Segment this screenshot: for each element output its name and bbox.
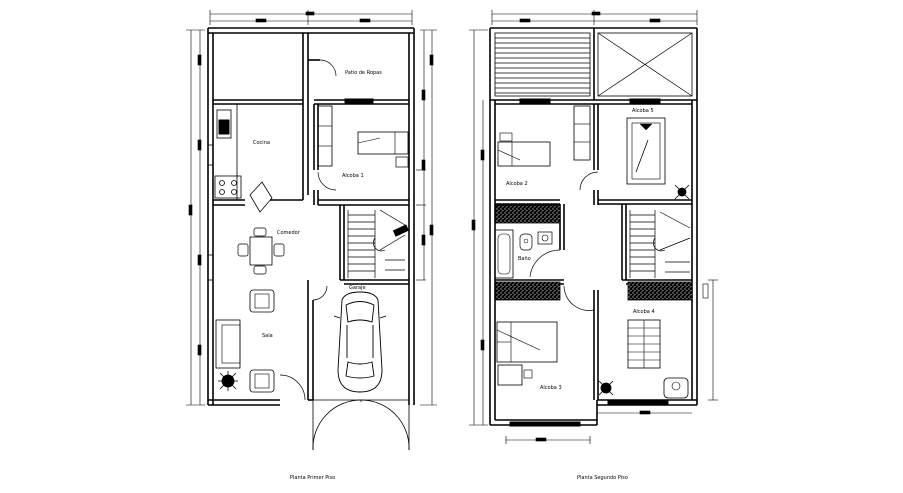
second-floor-walls — [489, 27, 698, 426]
second-floor-plan: Alcoba 2 Alcoba 5 Baño Alcoba 4 Alcoba 3… — [469, 10, 718, 481]
planter-gravel — [494, 204, 561, 224]
second-floor-dimensions — [469, 10, 718, 444]
plant-icon — [674, 184, 690, 200]
staircase — [347, 209, 409, 278]
label-alcoba-5: Alcoba 5 — [632, 108, 654, 114]
label-bano: Baño — [518, 256, 531, 262]
window — [519, 98, 551, 104]
door-swing — [279, 374, 306, 401]
first-floor-walls — [207, 27, 415, 406]
planter-gravel — [627, 281, 693, 301]
garage-gate — [312, 399, 410, 451]
wardrobe — [573, 105, 591, 161]
window — [629, 98, 661, 104]
planter-gravel — [494, 281, 561, 301]
label-comedor: Comedor — [277, 230, 301, 236]
sink — [216, 109, 232, 139]
label-garaje: Garaje — [349, 285, 366, 291]
door-swing — [317, 171, 337, 191]
void-opening — [597, 32, 693, 97]
armchair — [663, 377, 689, 399]
kitchen-door — [249, 181, 273, 213]
bathtub — [494, 229, 514, 279]
second-floor-title: Planta Segundo Piso — [577, 475, 628, 481]
stove — [214, 175, 242, 199]
plant-icon — [218, 371, 238, 391]
plant-icon — [598, 380, 614, 396]
dining-table — [249, 236, 273, 266]
label-alcoba-1: Alcoba 1 — [342, 173, 364, 179]
label-sala: Sala — [262, 333, 273, 339]
bed — [357, 131, 409, 155]
wardrobe — [317, 105, 333, 167]
kitchen-counter — [212, 103, 238, 201]
armchair — [249, 289, 275, 313]
door-swing — [312, 285, 328, 301]
staircase — [629, 210, 691, 278]
bed — [497, 141, 551, 167]
first-floor-dimensions — [186, 10, 437, 406]
armchair — [249, 369, 275, 393]
label-alcoba-4: Alcoba 4 — [633, 309, 655, 315]
window — [607, 400, 669, 406]
window — [344, 98, 374, 104]
washbasin — [537, 231, 553, 245]
terrace-hatch — [494, 32, 591, 97]
pool-table — [626, 117, 666, 185]
first-floor-plan: Patio de Ropas Cocina Alcoba 1 Comedor G… — [186, 10, 437, 481]
window — [509, 421, 581, 427]
label-cocina: Cocina — [253, 140, 270, 146]
door-swing — [319, 59, 337, 77]
toilet — [519, 233, 533, 251]
car-icon — [333, 291, 387, 393]
label-alcoba-3: Alcoba 3 — [540, 385, 562, 391]
sink-basin — [218, 119, 230, 135]
desk — [497, 364, 523, 386]
label-patio-de-ropas: Patio de Ropas — [345, 70, 382, 76]
first-floor-title: Planta Primer Piso — [290, 475, 335, 481]
window — [207, 254, 214, 281]
label-alcoba-2: Alcoba 2 — [506, 181, 528, 187]
sofa — [215, 319, 241, 369]
